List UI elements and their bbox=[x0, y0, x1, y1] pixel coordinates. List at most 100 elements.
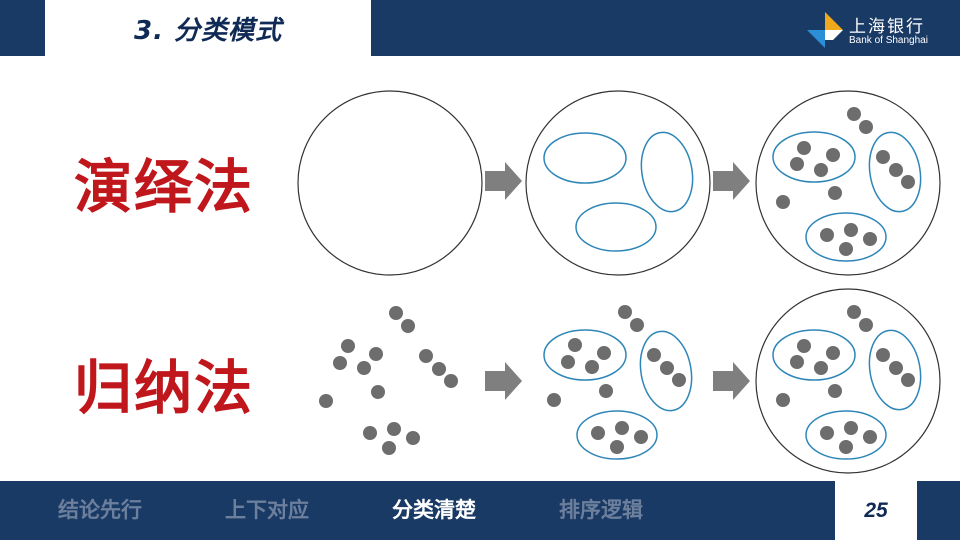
dot bbox=[419, 349, 433, 363]
bank-name-en: Bank of Shanghai bbox=[849, 35, 928, 46]
title-box: 3. 分类模式 bbox=[45, 0, 371, 56]
dot bbox=[615, 421, 629, 435]
group-ellipse bbox=[543, 329, 627, 381]
dot bbox=[814, 163, 828, 177]
dot bbox=[561, 355, 575, 369]
dot bbox=[672, 373, 686, 387]
dot bbox=[382, 441, 396, 455]
deduction-label: 演绎法 bbox=[74, 153, 255, 221]
group-ellipse bbox=[772, 131, 856, 183]
dot bbox=[901, 373, 915, 387]
dot bbox=[341, 339, 355, 353]
dot bbox=[826, 346, 840, 360]
nav-item-conclusion-first[interactable]: 结论先行 bbox=[58, 498, 142, 522]
dot bbox=[406, 431, 420, 445]
empty-whole-circle bbox=[297, 90, 483, 276]
dot bbox=[369, 347, 383, 361]
dot bbox=[444, 374, 458, 388]
dot bbox=[847, 107, 861, 121]
dot bbox=[889, 163, 903, 177]
header-bar: 3. 分类模式 上海银行 Bank of Shanghai bbox=[0, 0, 960, 56]
dot bbox=[432, 362, 446, 376]
dot bbox=[826, 148, 840, 162]
group-ellipse bbox=[772, 329, 856, 381]
dot bbox=[597, 346, 611, 360]
dot bbox=[797, 141, 811, 155]
dot bbox=[820, 228, 834, 242]
arrow-right-icon bbox=[485, 162, 522, 200]
dot bbox=[401, 319, 415, 333]
bank-logo-icon bbox=[807, 12, 843, 48]
dot bbox=[859, 318, 873, 332]
group-ellipse bbox=[576, 410, 658, 460]
empty-group-ellipse bbox=[543, 132, 627, 184]
dot bbox=[828, 384, 842, 398]
dot bbox=[585, 360, 599, 374]
dot bbox=[363, 426, 377, 440]
dot bbox=[876, 150, 890, 164]
dot bbox=[568, 338, 582, 352]
nav-item-ordering-logic[interactable]: 排序逻辑 bbox=[559, 498, 643, 522]
final-classified-circle bbox=[755, 90, 941, 276]
dot bbox=[820, 426, 834, 440]
dot bbox=[371, 385, 385, 399]
dot bbox=[814, 361, 828, 375]
group-ellipse bbox=[805, 212, 887, 262]
empty-group-ellipse bbox=[640, 131, 694, 213]
grouped-circle bbox=[525, 90, 711, 276]
dot bbox=[859, 120, 873, 134]
dot bbox=[844, 223, 858, 237]
dot bbox=[839, 242, 853, 256]
dot bbox=[634, 430, 648, 444]
arrow-right-icon bbox=[485, 362, 522, 400]
page-number: 25 bbox=[835, 481, 917, 540]
page-title: 3. 分类模式 bbox=[133, 15, 283, 46]
bank-name-cn: 上海银行 bbox=[849, 17, 925, 37]
dot bbox=[828, 186, 842, 200]
bank-logo: 上海银行 Bank of Shanghai bbox=[805, 10, 955, 50]
dot bbox=[647, 348, 661, 362]
scattered-dots bbox=[319, 306, 458, 455]
dot bbox=[847, 305, 861, 319]
arrow-right-icon bbox=[713, 362, 750, 400]
footer-nav: 结论先行 上下对应 分类清楚 排序逻辑 25 bbox=[0, 481, 960, 540]
group-ellipse bbox=[868, 329, 922, 411]
dot bbox=[591, 426, 605, 440]
dot bbox=[630, 318, 644, 332]
final-dots-row2 bbox=[776, 305, 915, 454]
dot bbox=[839, 440, 853, 454]
dot bbox=[599, 384, 613, 398]
group-ellipse bbox=[805, 410, 887, 460]
dot bbox=[863, 232, 877, 246]
dot bbox=[610, 440, 624, 454]
nav-item-clear-classification[interactable]: 分类清楚 bbox=[392, 498, 476, 522]
dot bbox=[389, 306, 403, 320]
dot bbox=[901, 175, 915, 189]
dot bbox=[863, 430, 877, 444]
dot bbox=[319, 394, 333, 408]
dot bbox=[797, 339, 811, 353]
dot bbox=[618, 305, 632, 319]
dot bbox=[660, 361, 674, 375]
dot bbox=[776, 195, 790, 209]
group-ellipse bbox=[639, 330, 693, 412]
dot bbox=[333, 356, 347, 370]
dot bbox=[790, 355, 804, 369]
dot bbox=[876, 348, 890, 362]
group-ellipse bbox=[868, 131, 922, 213]
dot bbox=[790, 157, 804, 171]
empty-group-ellipse bbox=[575, 202, 657, 252]
nav-item-top-down[interactable]: 上下对应 bbox=[225, 498, 309, 522]
dot bbox=[547, 393, 561, 407]
final-classified-circle bbox=[755, 288, 941, 474]
dot bbox=[387, 422, 401, 436]
grouped-dots bbox=[547, 305, 686, 454]
final-dots-row1 bbox=[776, 107, 915, 256]
dot bbox=[357, 361, 371, 375]
dot bbox=[776, 393, 790, 407]
induction-label: 归纳法 bbox=[74, 354, 255, 422]
arrow-right-icon bbox=[713, 162, 750, 200]
dot bbox=[889, 361, 903, 375]
dot bbox=[844, 421, 858, 435]
